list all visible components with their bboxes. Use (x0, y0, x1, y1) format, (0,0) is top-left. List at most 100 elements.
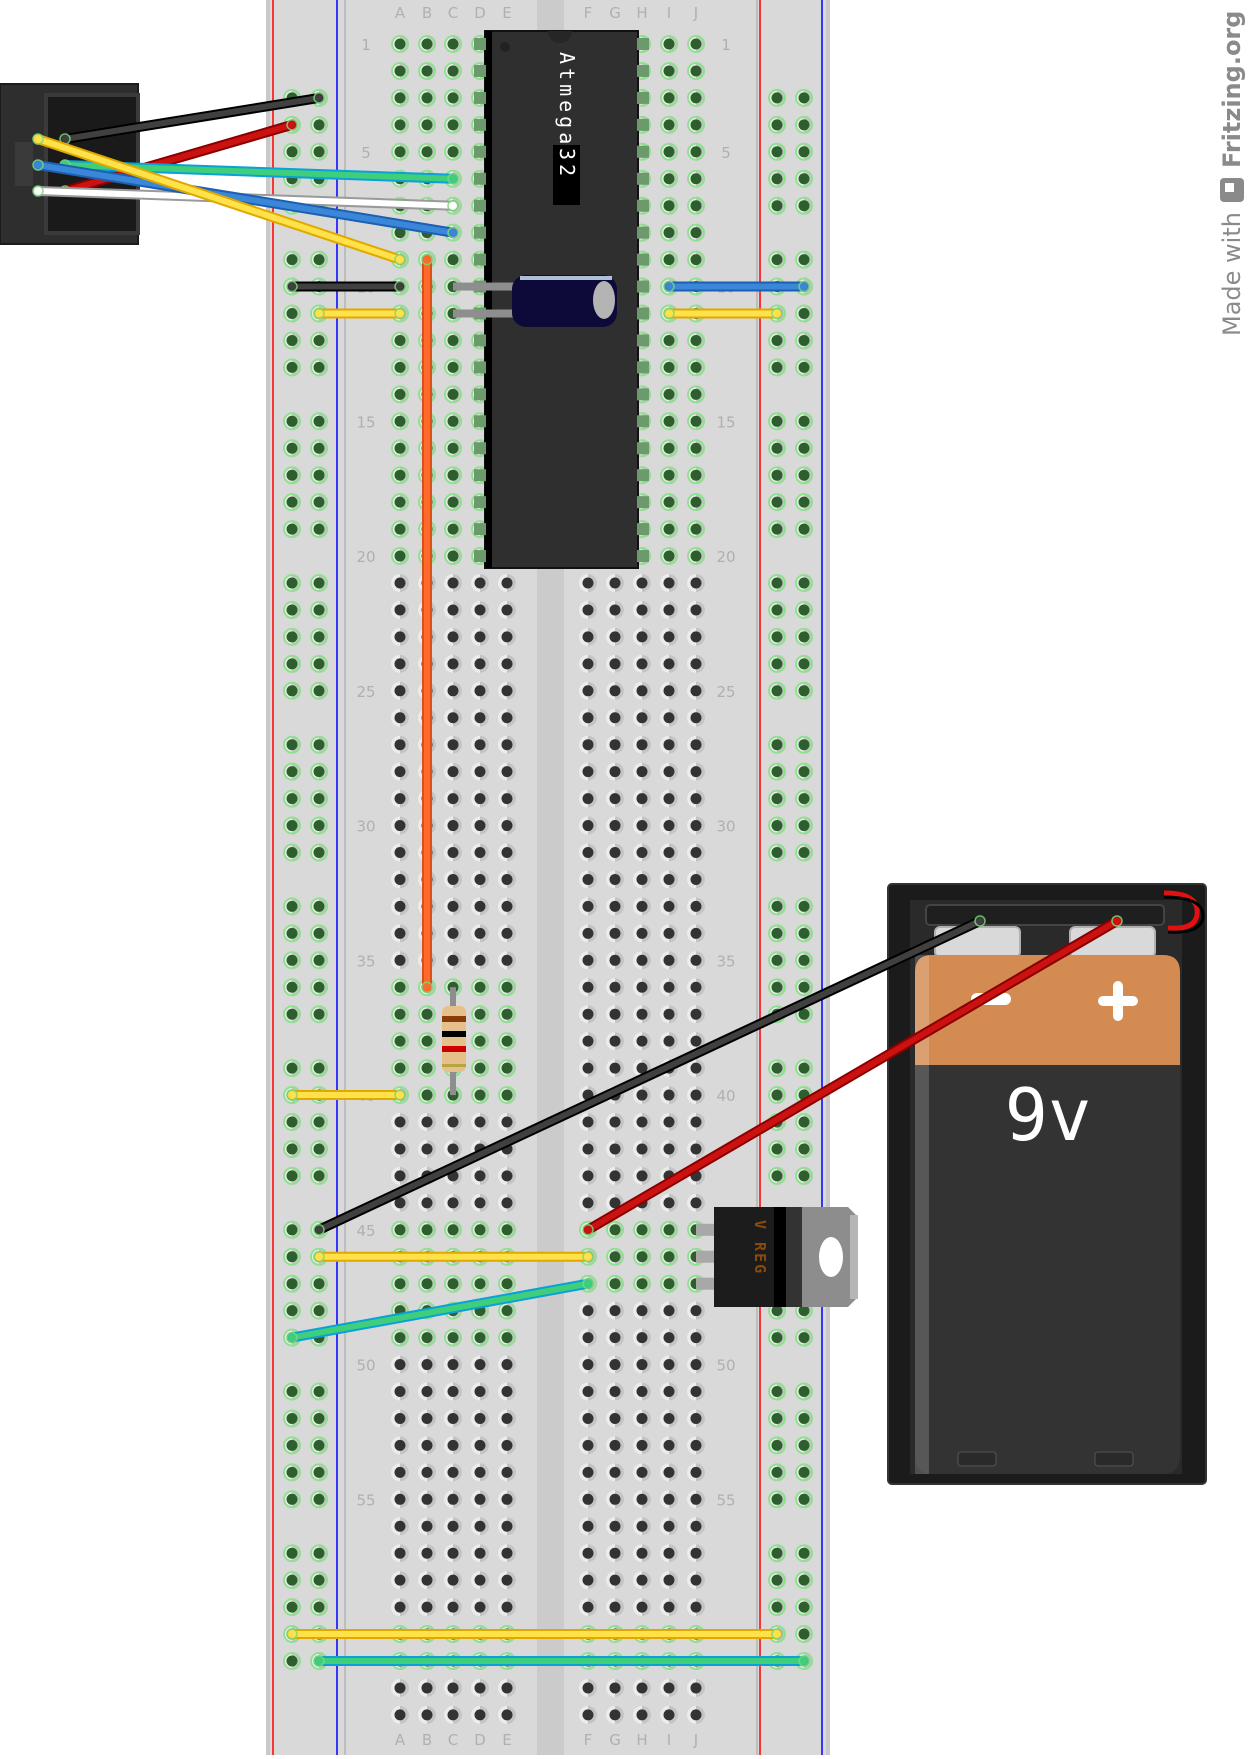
breadboard-hole[interactable] (633, 1005, 651, 1024)
breadboard-hole[interactable] (795, 88, 813, 107)
breadboard-hole[interactable] (283, 789, 302, 808)
breadboard-hole[interactable] (418, 1571, 437, 1590)
breadboard-hole[interactable] (579, 735, 597, 754)
breadboard-hole[interactable] (660, 600, 678, 619)
breadboard-hole[interactable] (660, 1678, 678, 1697)
breadboard-hole[interactable] (687, 61, 705, 80)
breadboard-hole[interactable] (498, 1005, 516, 1024)
wire-cyan-bottom[interactable] (313, 1655, 810, 1667)
breadboard-hole[interactable] (283, 304, 302, 323)
breadboard-hole[interactable] (768, 1059, 786, 1078)
breadboard-hole[interactable] (391, 735, 410, 754)
breadboard-hole[interactable] (606, 600, 624, 619)
breadboard-hole[interactable] (391, 331, 410, 350)
breadboard-hole[interactable] (768, 897, 786, 916)
breadboard-hole[interactable] (471, 843, 489, 862)
breadboard-hole[interactable] (606, 1220, 624, 1239)
breadboard-hole[interactable] (768, 250, 786, 269)
breadboard-hole[interactable] (768, 1490, 786, 1509)
breadboard-hole[interactable] (283, 1409, 302, 1428)
breadboard-hole[interactable] (283, 924, 302, 943)
breadboard-hole[interactable] (687, 1598, 705, 1617)
breadboard-hole[interactable] (444, 574, 462, 592)
breadboard-hole[interactable] (391, 708, 410, 727)
breadboard-hole[interactable] (633, 870, 651, 889)
breadboard-hole[interactable] (418, 1544, 437, 1563)
breadboard-hole[interactable] (606, 978, 624, 997)
breadboard-hole[interactable] (471, 816, 489, 835)
breadboard-hole[interactable] (391, 978, 410, 997)
breadboard-hole[interactable] (579, 870, 597, 889)
breadboard-hole[interactable] (498, 708, 516, 727)
breadboard-hole[interactable] (471, 1436, 489, 1455)
breadboard-hole[interactable] (418, 1678, 437, 1697)
breadboard-hole[interactable] (310, 843, 329, 862)
breadboard-hole[interactable] (444, 897, 462, 916)
breadboard-hole[interactable] (283, 412, 302, 431)
breadboard-hole[interactable] (660, 870, 678, 889)
breadboard-hole[interactable] (687, 439, 705, 458)
breadboard-hole[interactable] (283, 681, 302, 700)
breadboard-hole[interactable] (310, 816, 329, 835)
breadboard-hole[interactable] (606, 816, 624, 835)
wire-yellow-res[interactable] (286, 1089, 406, 1101)
breadboard-hole[interactable] (283, 1247, 302, 1266)
breadboard-hole[interactable] (795, 1409, 813, 1428)
breadboard-hole[interactable] (660, 1355, 678, 1374)
breadboard-hole[interactable] (687, 1409, 705, 1428)
breadboard-hole[interactable] (310, 1059, 329, 1078)
breadboard-hole[interactable] (687, 331, 705, 350)
breadboard-hole[interactable] (606, 1463, 624, 1482)
breadboard-hole[interactable] (795, 1113, 813, 1131)
breadboard-hole[interactable] (660, 708, 678, 727)
breadboard-hole[interactable] (444, 681, 462, 700)
breadboard-hole[interactable] (310, 115, 328, 134)
breadboard-hole[interactable] (444, 385, 462, 404)
breadboard-hole[interactable] (579, 1598, 597, 1617)
breadboard-hole[interactable] (579, 654, 597, 673)
breadboard-hole[interactable] (471, 1382, 489, 1401)
breadboard-hole[interactable] (660, 1247, 678, 1266)
breadboard-hole[interactable] (444, 1705, 462, 1724)
breadboard-hole[interactable] (444, 61, 462, 80)
breadboard-hole[interactable] (768, 1139, 786, 1158)
breadboard-hole[interactable] (606, 574, 624, 592)
breadboard-hole[interactable] (283, 1139, 301, 1158)
breadboard-hole[interactable] (418, 61, 436, 80)
breadboard-hole[interactable] (444, 331, 462, 350)
breadboard-hole[interactable] (660, 88, 678, 107)
breadboard-hole[interactable] (471, 1355, 489, 1374)
breadboard-hole[interactable] (660, 1139, 678, 1158)
breadboard-hole[interactable] (310, 627, 329, 646)
breadboard-hole[interactable] (391, 1705, 410, 1724)
breadboard-hole[interactable] (579, 1193, 597, 1212)
breadboard-hole[interactable] (687, 1463, 705, 1482)
breadboard-hole[interactable] (795, 1463, 813, 1482)
breadboard-hole[interactable] (687, 1382, 705, 1401)
breadboard-hole[interactable] (633, 1463, 651, 1482)
breadboard-hole[interactable] (795, 169, 813, 188)
breadboard-hole[interactable] (606, 1544, 624, 1563)
breadboard-hole[interactable] (579, 1463, 597, 1482)
breadboard-hole[interactable] (795, 304, 813, 323)
breadboard-hole[interactable] (660, 520, 678, 539)
breadboard-hole[interactable] (633, 1301, 651, 1320)
breadboard-hole[interactable] (498, 843, 516, 862)
breadboard-hole[interactable] (687, 115, 705, 134)
breadboard-hole[interactable] (283, 1166, 302, 1185)
breadboard-hole[interactable] (687, 142, 705, 161)
breadboard-hole[interactable] (310, 466, 329, 485)
breadboard-hole[interactable] (768, 1463, 786, 1482)
breadboard-hole[interactable] (687, 789, 705, 808)
breadboard-hole[interactable] (444, 1517, 462, 1536)
breadboard-hole[interactable] (444, 1382, 462, 1401)
breadboard-hole[interactable] (391, 1274, 410, 1293)
breadboard-hole[interactable] (310, 1463, 329, 1482)
breadboard-hole[interactable] (444, 35, 462, 53)
breadboard-hole[interactable] (795, 358, 813, 377)
breadboard-hole[interactable] (633, 1544, 651, 1563)
breadboard-hole[interactable] (418, 1463, 437, 1482)
breadboard-hole[interactable] (687, 1705, 705, 1724)
breadboard-hole[interactable] (633, 1598, 651, 1617)
breadboard-hole[interactable] (579, 1166, 597, 1185)
